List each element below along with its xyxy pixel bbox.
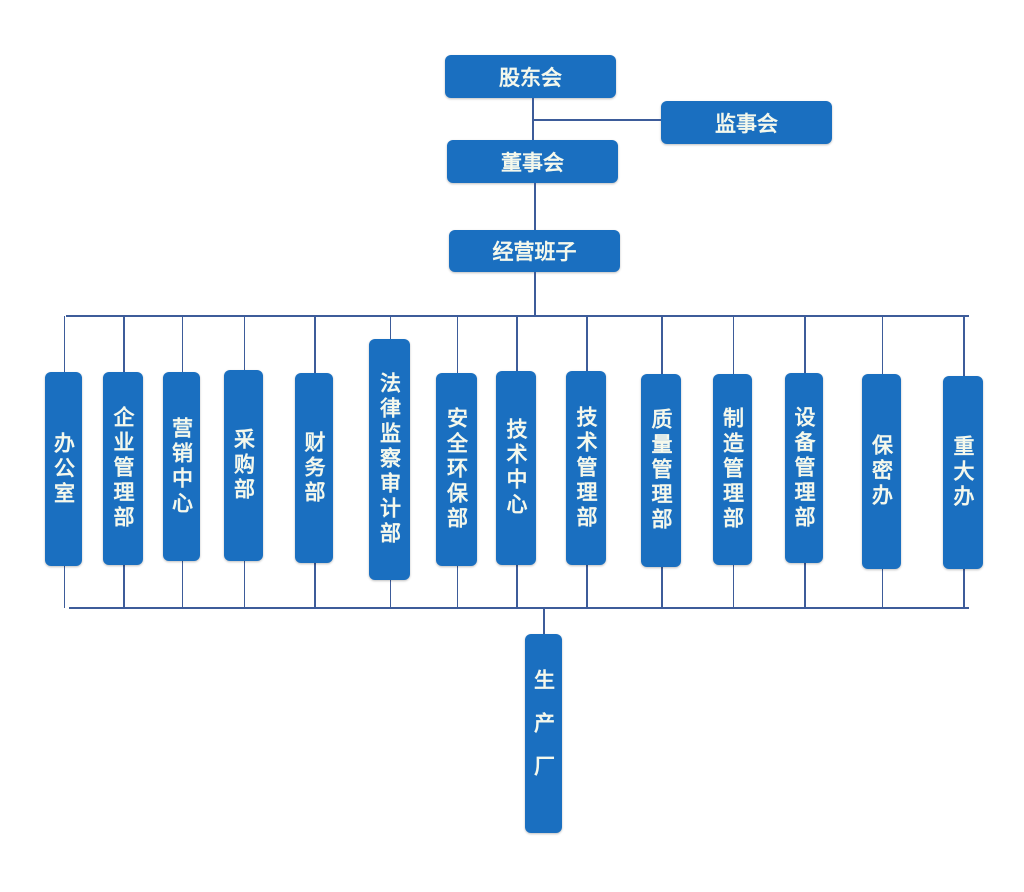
- department-box: 企业管理部: [103, 372, 143, 565]
- shareholders-label: 股东会: [499, 65, 562, 90]
- connector-line: [732, 565, 734, 608]
- department-label: 重大办: [951, 435, 975, 510]
- connector-line: [181, 561, 183, 608]
- connector-line: [661, 316, 663, 374]
- department-label: 技术管理部: [574, 405, 598, 531]
- board-label: 董事会: [501, 150, 564, 175]
- department-box: 保密办: [862, 374, 901, 569]
- shareholders-box: 股东会: [445, 55, 616, 98]
- department-box: 质量管理部: [641, 374, 681, 567]
- department-label: 制造管理部: [720, 407, 745, 532]
- department-box: 法律监察审计部: [369, 339, 410, 580]
- department-box: 营销中心: [163, 372, 200, 561]
- department-box: 办公室: [45, 372, 82, 566]
- connector-line: [804, 563, 806, 608]
- management-label: 经营班子: [492, 240, 577, 264]
- connector-line: [534, 272, 536, 316]
- management-box: 经营班子: [449, 230, 620, 272]
- production-label: 生产厂: [531, 669, 556, 798]
- department-box: 设备管理部: [785, 373, 823, 563]
- connector-line: [543, 608, 545, 634]
- connector-line: [532, 98, 534, 140]
- connector-line: [586, 316, 588, 371]
- connector-line: [63, 566, 65, 608]
- department-label: 办公室: [51, 431, 76, 507]
- department-label: 法律监察审计部: [377, 372, 402, 547]
- department-box: 财务部: [295, 373, 333, 563]
- connector-line: [881, 569, 883, 608]
- connector-line: [123, 316, 125, 372]
- department-label: 保密办: [869, 434, 894, 509]
- connector-line: [963, 569, 965, 608]
- top-bus-line: [66, 315, 969, 317]
- connector-line: [516, 316, 518, 371]
- department-box: 制造管理部: [713, 374, 752, 565]
- department-box: 技术中心: [496, 371, 536, 565]
- connector-line: [533, 119, 661, 121]
- connector-line: [389, 316, 391, 339]
- department-box: 采购部: [224, 370, 263, 561]
- connector-line: [661, 567, 663, 608]
- bottom-bus-line: [69, 607, 969, 609]
- connector-line: [243, 316, 245, 370]
- department-label: 设备管理部: [792, 405, 816, 531]
- connector-line: [389, 580, 391, 608]
- connector-line: [732, 316, 734, 374]
- department-box: 安全环保部: [436, 373, 477, 566]
- department-label: 企业管理部: [111, 406, 135, 531]
- connector-line: [123, 565, 125, 608]
- department-label: 采购部: [231, 428, 256, 503]
- department-label: 财务部: [302, 430, 326, 506]
- connector-line: [534, 183, 536, 230]
- connector-line: [63, 316, 65, 372]
- connector-line: [314, 316, 316, 373]
- department-label: 营销中心: [169, 416, 194, 517]
- connector-line: [516, 565, 518, 608]
- connector-line: [586, 565, 588, 608]
- connector-line: [243, 561, 245, 608]
- production-box: 生产厂: [525, 634, 562, 833]
- supervisors-box: 监事会: [661, 101, 832, 144]
- connector-line: [804, 316, 806, 373]
- connector-line: [881, 316, 883, 374]
- connector-line: [456, 316, 458, 373]
- department-label: 质量管理部: [649, 408, 673, 533]
- connector-line: [314, 563, 316, 608]
- board-box: 董事会: [447, 140, 618, 183]
- supervisors-label: 监事会: [715, 111, 778, 136]
- department-box: 技术管理部: [566, 371, 606, 565]
- connector-line: [456, 566, 458, 608]
- department-box: 重大办: [943, 376, 983, 569]
- connector-line: [181, 316, 183, 372]
- department-label: 安全环保部: [444, 407, 469, 532]
- department-label: 技术中心: [504, 418, 528, 518]
- connector-line: [963, 316, 965, 376]
